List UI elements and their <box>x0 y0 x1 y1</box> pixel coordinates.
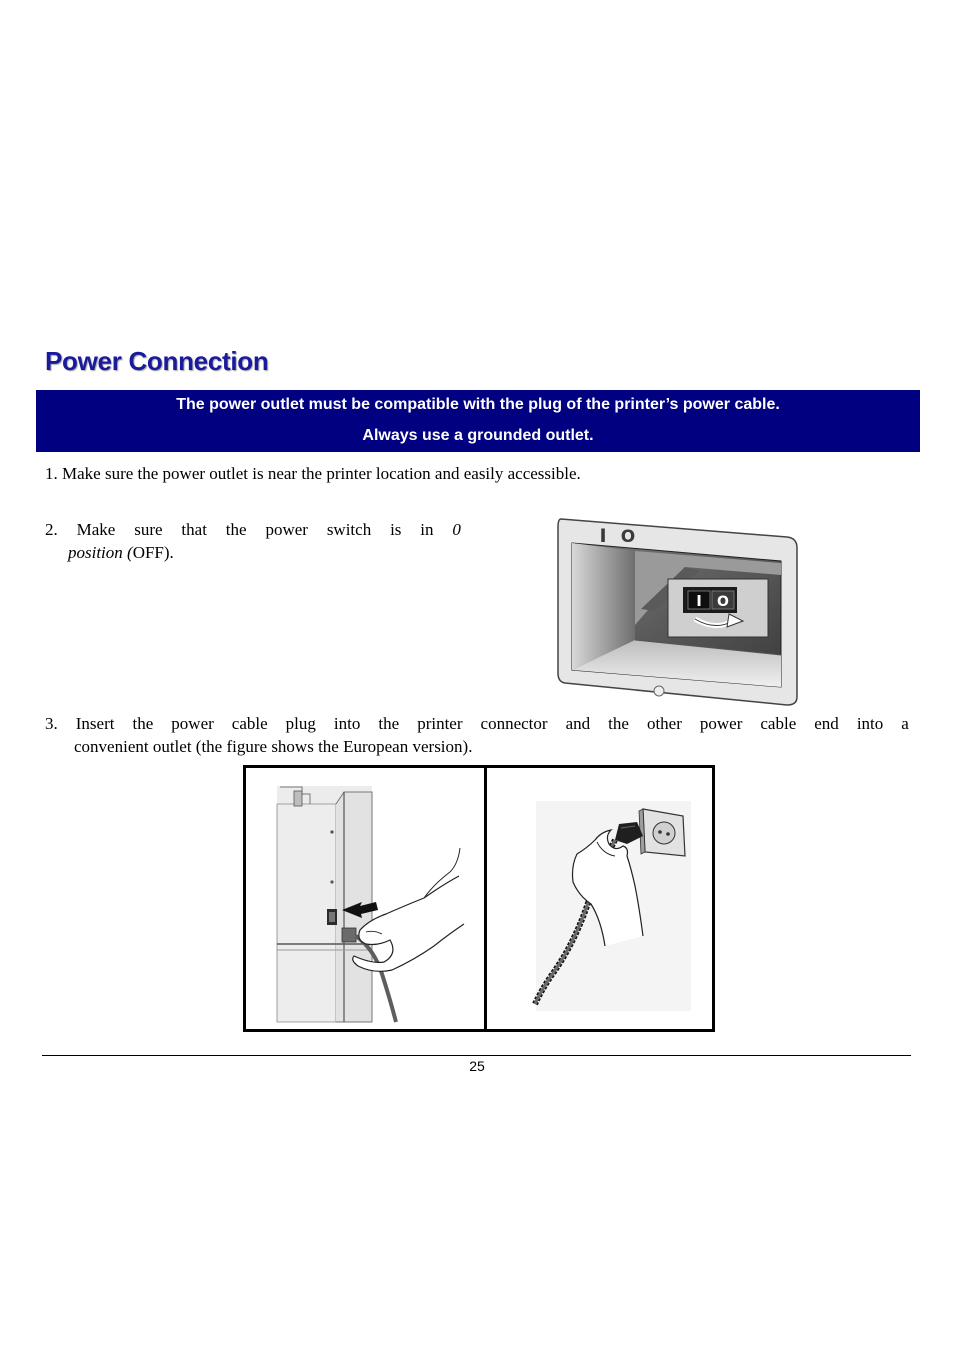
word: switch <box>326 520 372 539</box>
word: the <box>132 714 154 733</box>
word: into <box>856 714 884 733</box>
word: printer <box>417 714 463 733</box>
word: power <box>699 714 743 733</box>
word: power <box>171 714 214 733</box>
word: in <box>420 520 434 539</box>
switch-off-symbol: O <box>717 594 729 610</box>
step-text: Make sure the power outlet is near the p… <box>62 464 581 483</box>
step-number: 3. <box>45 714 58 733</box>
power-switch-illustration: I O I O <box>557 518 798 706</box>
word: Insert <box>75 714 115 733</box>
warning-line-2: Always use a grounded outlet. <box>362 427 594 444</box>
word: sure <box>134 520 163 539</box>
step-number: 1. <box>45 464 58 483</box>
word: that <box>181 520 207 539</box>
word: cable <box>760 714 797 733</box>
step-3-line-1: 3. Insert the power cable plug into the … <box>45 712 909 735</box>
word: the <box>608 714 629 733</box>
warning-banner: The power outlet must be compatible with… <box>36 390 920 452</box>
word: and <box>565 714 591 733</box>
word: the <box>378 714 400 733</box>
word: end <box>814 714 839 733</box>
step-2: 2. Make sure that the power switch is in… <box>45 518 461 564</box>
figure-divider <box>484 768 487 1029</box>
word: is <box>390 520 402 539</box>
word: into <box>333 714 361 733</box>
word: other <box>646 714 682 733</box>
italic-word: position ( <box>68 543 133 562</box>
warning-line-1: The power outlet must be compatible with… <box>176 396 780 413</box>
step-1: 1. Make sure the power outlet is near th… <box>45 462 915 485</box>
word: a <box>901 714 909 733</box>
housing-off-symbol: O <box>621 527 635 547</box>
word: connector <box>480 714 548 733</box>
word: power <box>265 520 308 539</box>
switch-position-value: 0 <box>452 520 461 539</box>
outlet-plug-illustration <box>532 801 691 1011</box>
footer-rule <box>42 1055 911 1056</box>
switch-on-symbol: I <box>696 592 702 610</box>
page-number: 25 <box>469 1058 485 1074</box>
step-2-line-2: position (OFF). <box>45 541 461 564</box>
word: plug <box>285 714 316 733</box>
word: the <box>225 520 247 539</box>
step-2-line-1: 2. Make sure that the power switch is in… <box>45 518 461 541</box>
step-3-line-2: convenient outlet (the figure shows the … <box>74 737 473 756</box>
page-title: Power Connection <box>45 346 269 376</box>
step-3: 3. Insert the power cable plug into the … <box>45 712 909 758</box>
word: cable <box>231 714 268 733</box>
step-text-tail: OFF). <box>132 543 174 562</box>
printer-connector-illustration <box>276 786 465 1023</box>
housing-on-symbol: I <box>599 525 606 547</box>
step-number: 2. <box>45 520 58 539</box>
word: Make <box>76 520 116 539</box>
power-cable-figure <box>243 765 715 1032</box>
